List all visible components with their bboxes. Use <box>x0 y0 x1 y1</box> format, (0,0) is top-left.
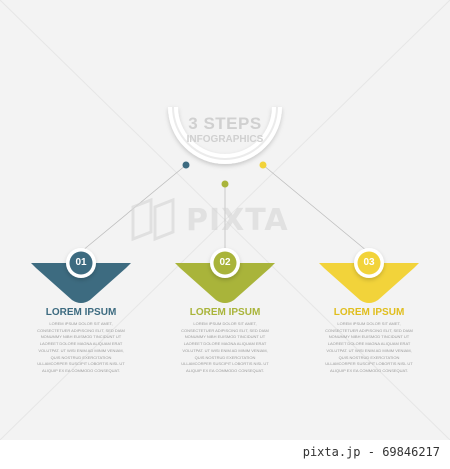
footer-bar: pixta.jp - 69846217 <box>0 440 450 469</box>
step-1-body-line: ALIQUIP EX EA COMMODO CONSEQUAT. <box>41 367 121 373</box>
step-3-body-line: ULLAMCORPER SUSCIPIT LOBORTIS NISL UT <box>325 361 413 367</box>
watermark-text: PIXTA <box>186 203 289 238</box>
step-2-number: 02 <box>219 257 231 268</box>
step-3-banner <box>319 248 419 303</box>
infographic-stage: 3 STEPS INFOGRAPHICS PIXTA 01 02 03 LORE… <box>0 0 450 440</box>
step-2-body-line: CONSECTETUER ADIPISCING ELIT, SED DIAM <box>181 327 269 333</box>
diagram-graphics <box>0 0 450 440</box>
step-3-number: 03 <box>363 257 375 268</box>
step-3-body-line: LAOREET DOLORE MAGNA ALIQUAM ERAT <box>327 341 411 347</box>
step-2-anchor-dot <box>221 180 229 188</box>
step-1-body: LOREM IPSUM DOLOR SIT AMET, CONSECTETUER… <box>26 321 136 375</box>
step-1-body-line: ULLAMCORPER SUSCIPIT LOBORTIS NISL UT <box>37 361 125 367</box>
infographic-subtitle: INFOGRAPHICS <box>186 134 264 145</box>
step-3-body-line: ALIQUIP EX EA COMMODO CONSEQUAT. <box>329 367 409 373</box>
step-2-body-line: ULLAMCORPER SUSCIPIT LOBORTIS NISL UT <box>181 361 269 367</box>
step-2-body-line: QUIS NOSTRUD EXERCITATION <box>194 354 256 360</box>
step-1-body-line: LOREM IPSUM DOLOR SIT AMET, <box>49 321 113 326</box>
header-arc <box>168 106 282 164</box>
step-2-body-line: VOLUTPAT. UT WISI ENIM AD MINIM VENIAM, <box>182 347 268 353</box>
step-3-body-line: QUIS NOSTRUD EXERCITATION <box>338 354 400 360</box>
step-2-banner <box>175 248 275 303</box>
step-3-body-line: VOLUTPAT. UT WISI ENIM AD MINIM VENIAM, <box>326 347 412 353</box>
step-3-anchor-dot <box>259 161 267 169</box>
step-2-body-line: LOREM IPSUM DOLOR SIT AMET, <box>193 321 257 326</box>
step-2-title: LOREM IPSUM <box>189 307 261 318</box>
step-2-body: LOREM IPSUM DOLOR SIT AMET, CONSECTETUER… <box>170 321 280 375</box>
step-1-body-line: QUIS NOSTRUD EXERCITATION <box>50 354 112 360</box>
step-1-anchor-dot <box>182 161 190 169</box>
step-2-body-line: ALIQUIP EX EA COMMODO CONSEQUAT. <box>185 367 265 373</box>
watermark-logo <box>131 197 175 242</box>
step-1-body-line: LAOREET DOLORE MAGNA ALIQUAM ERAT <box>39 341 123 347</box>
step-2-body-line: NONUMMY NIBH EUISMOD TINCIDUNT UT <box>184 334 266 340</box>
step-2-body-line: LAOREET DOLORE MAGNA ALIQUAM ERAT <box>183 341 267 347</box>
step-3-body-line: LOREM IPSUM DOLOR SIT AMET, <box>337 321 401 326</box>
step-3-body: LOREM IPSUM DOLOR SIT AMET, CONSECTETUER… <box>314 321 424 375</box>
step-1-banner <box>31 248 131 303</box>
image-credit: pixta.jp - 69846217 <box>302 445 440 459</box>
step-1-body-line: CONSECTETUER ADIPISCING ELIT, SED DIAM <box>37 327 125 333</box>
step-1-title: LOREM IPSUM <box>45 307 117 318</box>
step-1-body-line: VOLUTPAT. UT WISI ENIM AD MINIM VENIAM, <box>38 347 124 353</box>
step-3-body-line: CONSECTETUER ADIPISCING ELIT, SED DIAM <box>325 327 413 333</box>
step-3-title: LOREM IPSUM <box>333 307 405 318</box>
step-1-body-line: NONUMMY NIBH EUISMOD TINCIDUNT UT <box>40 334 122 340</box>
step-3-body-line: NONUMMY NIBH EUISMOD TINCIDUNT UT <box>328 334 410 340</box>
infographic-title: 3 STEPS <box>188 114 262 133</box>
step-1-number: 01 <box>75 257 87 268</box>
